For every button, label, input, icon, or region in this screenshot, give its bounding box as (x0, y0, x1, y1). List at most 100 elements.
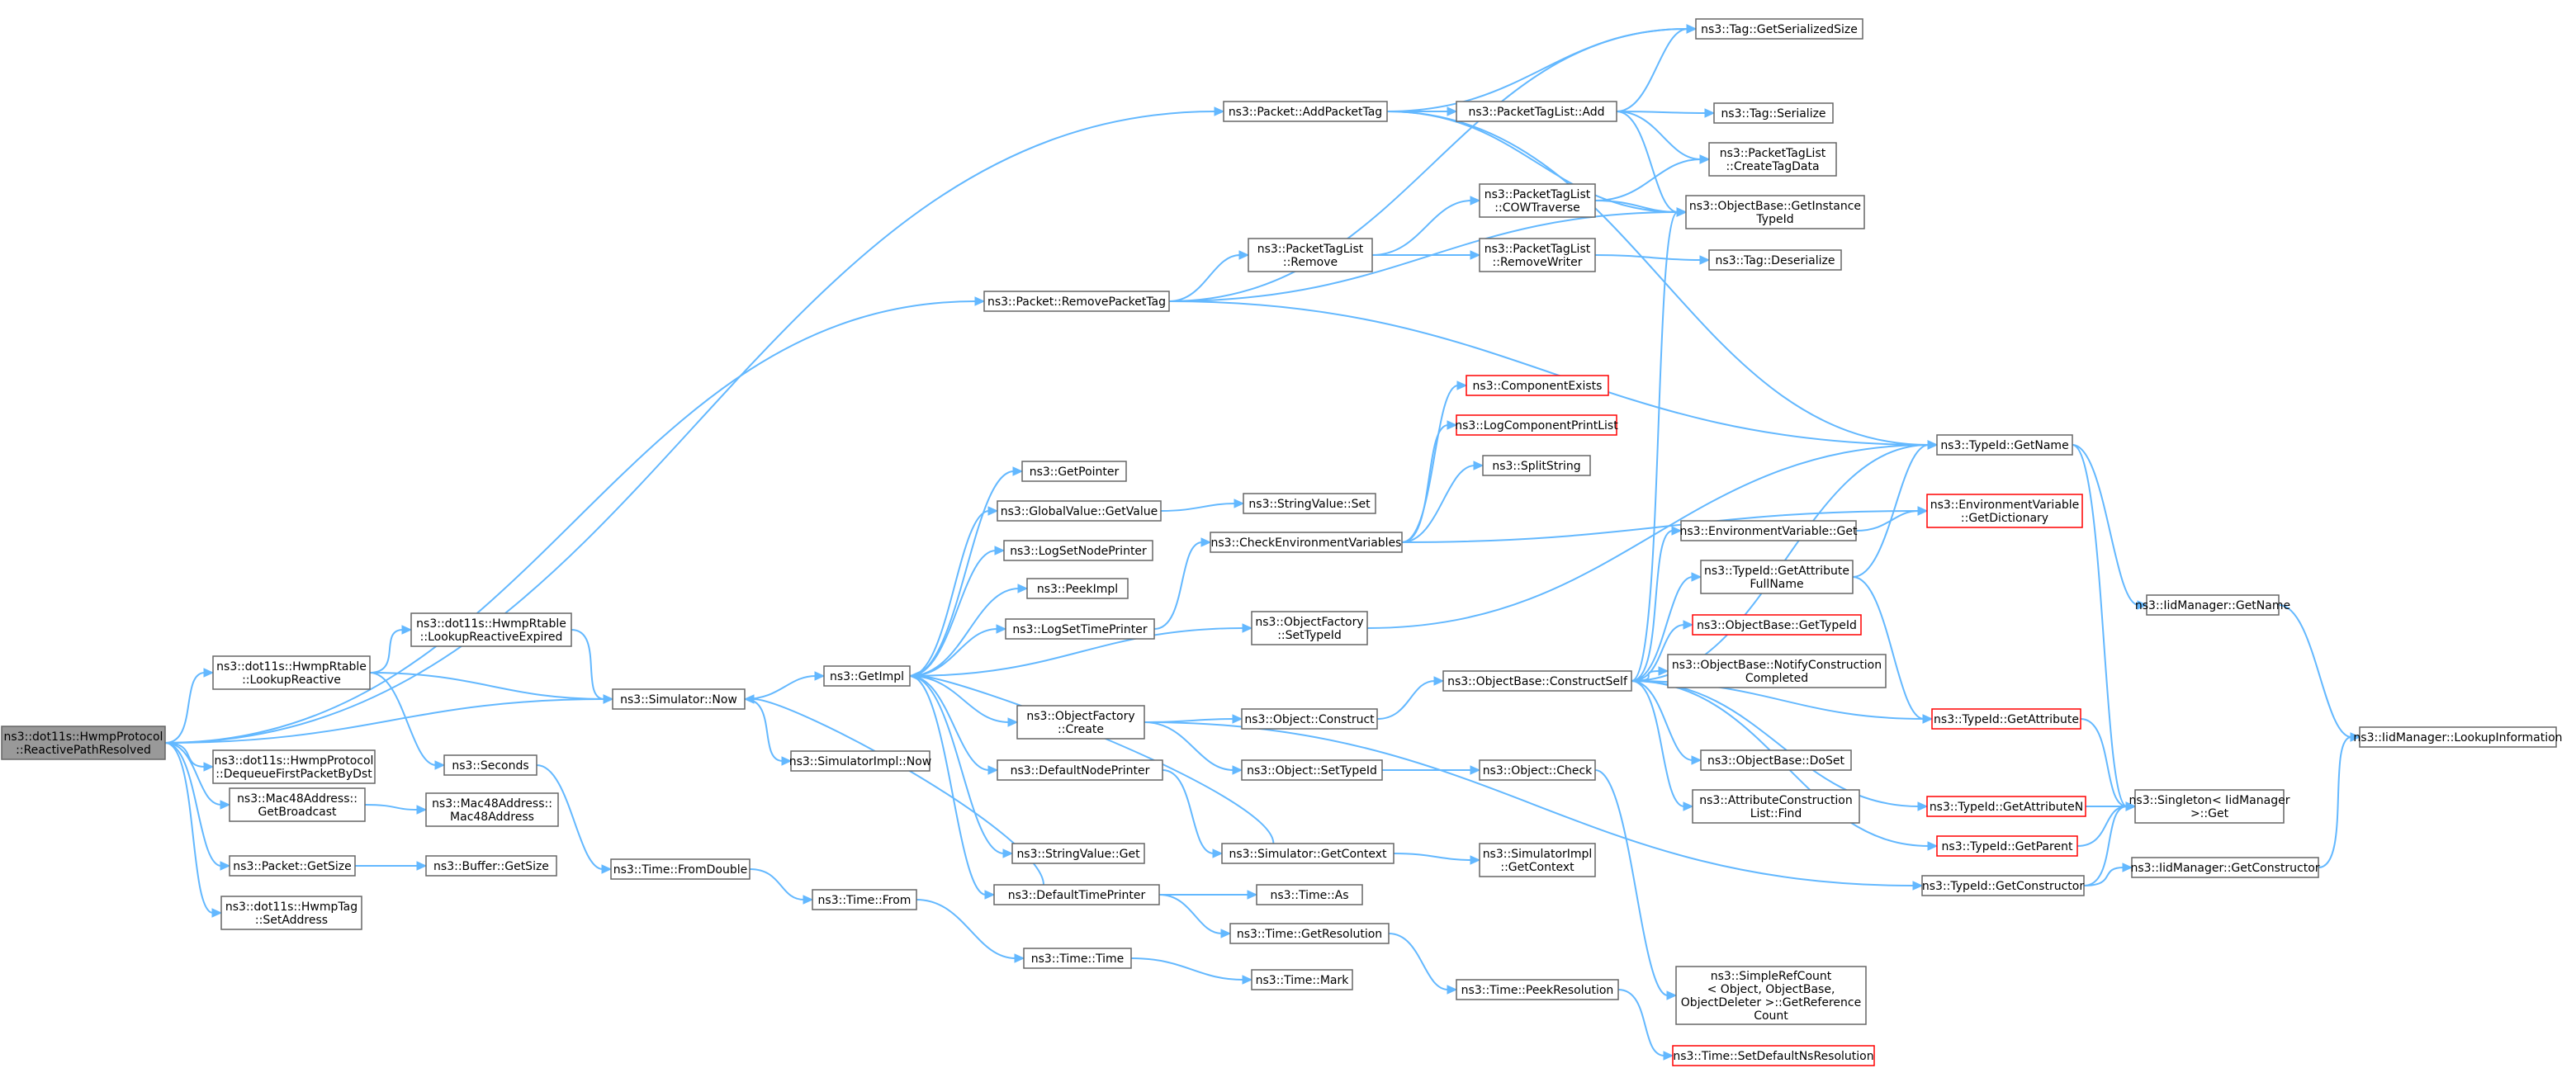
edge-arrowhead (1447, 985, 1458, 995)
node-splitstring[interactable]: ns3::SplitString (1482, 455, 1591, 476)
node-ptladd[interactable]: ns3::PacketTagList::Add (1456, 101, 1617, 122)
node-ptlcow[interactable]: ns3::PacketTagList::COWTraverse (1479, 183, 1596, 218)
node-label: ::Create (1058, 723, 1104, 736)
node-simimplgetcontext[interactable]: ns3::SimulatorImpl::GetContext (1479, 843, 1596, 877)
node-defaultnodeprinter[interactable]: ns3::DefaultNodePrinter (997, 759, 1163, 781)
node-root[interactable]: ns3::dot11s::HwmpProtocol::ReactivePathR… (1, 726, 166, 760)
node-taggetsersize[interactable]: ns3::Tag::GetSerializedSize (1695, 18, 1863, 40)
node-seconds[interactable]: ns3::Seconds (443, 754, 537, 776)
node-label: ns3::DefaultTimePrinter (1008, 889, 1146, 902)
edge-logsettimeprinter-to-checkenv (1153, 541, 1203, 630)
node-getimpl[interactable]: ns3::GetImpl (823, 665, 911, 687)
node-label: ns3::Mac48Address:: (432, 797, 552, 811)
node-obnotifyconstruction[interactable]: ns3::ObjectBase::NotifyConstructionCompl… (1667, 654, 1887, 688)
node-getsize[interactable]: ns3::Packet::GetSize (229, 855, 356, 877)
node-iidgetname[interactable]: ns3::IidManager::GetName (2135, 594, 2290, 616)
edge-arrowhead (994, 546, 1006, 555)
node-tidgetparent[interactable]: ns3::TypeId::GetParent (1936, 835, 2078, 857)
edge-removepackettag-to-ptlremove (1168, 254, 1241, 302)
edge-removepackettag-to-taggetsersize (1168, 28, 1688, 302)
node-label: ::ReactivePathResolved (16, 744, 151, 757)
node-iidlookupinfo[interactable]: ns3::IidManager::LookupInformation (2353, 726, 2563, 748)
node-setdefaultnsres[interactable]: ns3::Time::SetDefaultNsResolution (1672, 1045, 1875, 1066)
node-label: ::DequeueFirstPacketByDst (215, 768, 372, 781)
node-obdoset[interactable]: ns3::ObjectBase::DoSet (1700, 749, 1852, 771)
node-box (1026, 578, 1129, 599)
node-box (1248, 238, 1373, 272)
node-tidgetattribute[interactable]: ns3::TypeId::GetAttribute (1931, 708, 2081, 730)
node-label: ns3::TypeId::GetConstructor (1922, 880, 2084, 893)
node-timegetres[interactable]: ns3::Time::GetResolution (1229, 923, 1390, 944)
node-removepackettag[interactable]: ns3::Packet::RemovePacketTag (983, 291, 1170, 312)
node-label: ns3::Buffer::GetSize (433, 860, 549, 873)
node-ofcreate[interactable]: ns3::ObjectFactory::Create (1016, 705, 1145, 740)
node-envvarget[interactable]: ns3::EnvironmentVariable::Get (1680, 520, 1858, 541)
node-timeas[interactable]: ns3::Time::As (1256, 884, 1363, 905)
node-defaulttimeprinter[interactable]: ns3::DefaultTimePrinter (993, 884, 1160, 905)
node-logcompprintlist[interactable]: ns3::LogComponentPrintList (1455, 414, 1618, 436)
node-timemark[interactable]: ns3::Time::Mark (1251, 969, 1353, 990)
node-box (1479, 759, 1596, 781)
node-objcheck[interactable]: ns3::Object::Check (1479, 759, 1596, 781)
node-tagdeserialize[interactable]: ns3::Tag::Deserialize (1708, 249, 1842, 271)
node-checkenv[interactable]: ns3::CheckEnvironmentVariables (1210, 532, 1403, 553)
node-tidgetconstructor[interactable]: ns3::TypeId::GetConstructor (1921, 875, 2085, 896)
node-simimplnow[interactable]: ns3::SimulatorImpl::Now (789, 750, 932, 772)
edge-arrowhead (1242, 975, 1253, 985)
node-label: ns3::AttributeConstruction (1699, 794, 1852, 807)
node-simplerefcount[interactable]: ns3::SimpleRefCount< Object, ObjectBase,… (1675, 966, 1867, 1025)
node-label: ns3::Object::SetTypeId (1247, 764, 1377, 778)
node-tagserialize[interactable]: ns3::Tag::Serialize (1713, 102, 1834, 124)
node-peekimpl[interactable]: ns3::PeekImpl (1026, 578, 1129, 599)
node-now[interactable]: ns3::Simulator::Now (612, 688, 746, 710)
node-ptlremove[interactable]: ns3::PacketTagList::Remove (1248, 238, 1373, 272)
edge-getimpl-to-gvgetvalue (909, 510, 990, 677)
node-timepeekres[interactable]: ns3::Time::PeekResolution (1456, 979, 1619, 1000)
node-ofsettypeid[interactable]: ns3::ObjectFactory::SetTypeId (1251, 611, 1368, 645)
node-getbroadcast[interactable]: ns3::Mac48Address::GetBroadcast (229, 787, 366, 822)
node-dequeue[interactable]: ns3::dot11s::HwmpProtocol::DequeueFirstP… (212, 749, 376, 784)
node-addpackettag[interactable]: ns3::Packet::AddPacketTag (1223, 101, 1388, 122)
node-label: ns3::IidManager::LookupInformation (2353, 731, 2562, 744)
node-obgettypeid[interactable]: ns3::ObjectBase::GetTypeId (1692, 614, 1862, 636)
node-tidgetname[interactable]: ns3::TypeId::GetName (1936, 434, 2073, 456)
node-svset[interactable]: ns3::StringValue::Set (1243, 493, 1376, 514)
node-lookupexpired[interactable]: ns3::dot11s::HwmpRtable::LookupReactiveE… (410, 612, 572, 647)
node-timetime[interactable]: ns3::Time::Time (1023, 948, 1132, 969)
node-ptlcreatetagdata[interactable]: ns3::PacketTagList::CreateTagData (1708, 142, 1837, 177)
node-iidgetconstructor[interactable]: ns3::IidManager::GetConstructor (2130, 857, 2320, 878)
node-getpointer[interactable]: ns3::GetPointer (1021, 461, 1127, 482)
node-objconstruct[interactable]: ns3::Object::Construct (1241, 708, 1378, 730)
node-logsetnodeprinter[interactable]: ns3::LogSetNodePrinter (1003, 540, 1153, 561)
node-obconstructself[interactable]: ns3::ObjectBase::ConstructSelf (1442, 670, 1632, 692)
node-label: Count (1754, 1009, 1788, 1023)
edge-timetime-to-timemark (1130, 957, 1244, 981)
node-logsettimeprinter[interactable]: ns3::LogSetTimePrinter (1005, 618, 1155, 640)
node-singletonget[interactable]: ns3::Singleton< IidManager>::Get (2129, 789, 2290, 824)
node-objsettypeid[interactable]: ns3::Object::SetTypeId (1241, 759, 1383, 781)
node-lookupreactive[interactable]: ns3::dot11s::HwmpRtable::LookupReactive (212, 655, 371, 690)
node-envvargetdict[interactable]: ns3::EnvironmentVariable::GetDictionary (1926, 494, 2083, 528)
edge-checkenv-to-envvargetdict (1401, 510, 1920, 543)
node-compexists[interactable]: ns3::ComponentExists (1466, 375, 1609, 396)
node-tidgetattributen[interactable]: ns3::TypeId::GetAttributeN (1926, 796, 2086, 817)
node-timefrom[interactable]: ns3::Time::From (812, 889, 917, 910)
edge-arrowhead (1699, 255, 1711, 265)
node-fromdouble[interactable]: ns3::Time::FromDouble (610, 858, 751, 880)
edge-arrowhead (603, 694, 614, 704)
node-box (1695, 18, 1863, 40)
node-label: Completed (1745, 672, 1808, 685)
node-setaddress[interactable]: ns3::dot11s::HwmpTag::SetAddress (220, 896, 362, 930)
edge-arrowhead (1238, 250, 1250, 260)
node-simgetcontext[interactable]: ns3::Simulator::GetContext (1221, 843, 1395, 864)
edge-arrowhead (974, 296, 986, 306)
node-ptlremovewriter[interactable]: ns3::PacketTagList::RemoveWriter (1479, 238, 1596, 272)
edge-arrowhead (1433, 676, 1445, 686)
node-mac48ctor[interactable]: ns3::Mac48Address::Mac48Address (425, 792, 559, 827)
node-svget[interactable]: ns3::StringValue::Get (1011, 843, 1145, 864)
node-gvgetvalue[interactable]: ns3::GlobalValue::GetValue (997, 500, 1162, 522)
node-bufgetsize[interactable]: ns3::Buffer::GetSize (425, 855, 557, 877)
